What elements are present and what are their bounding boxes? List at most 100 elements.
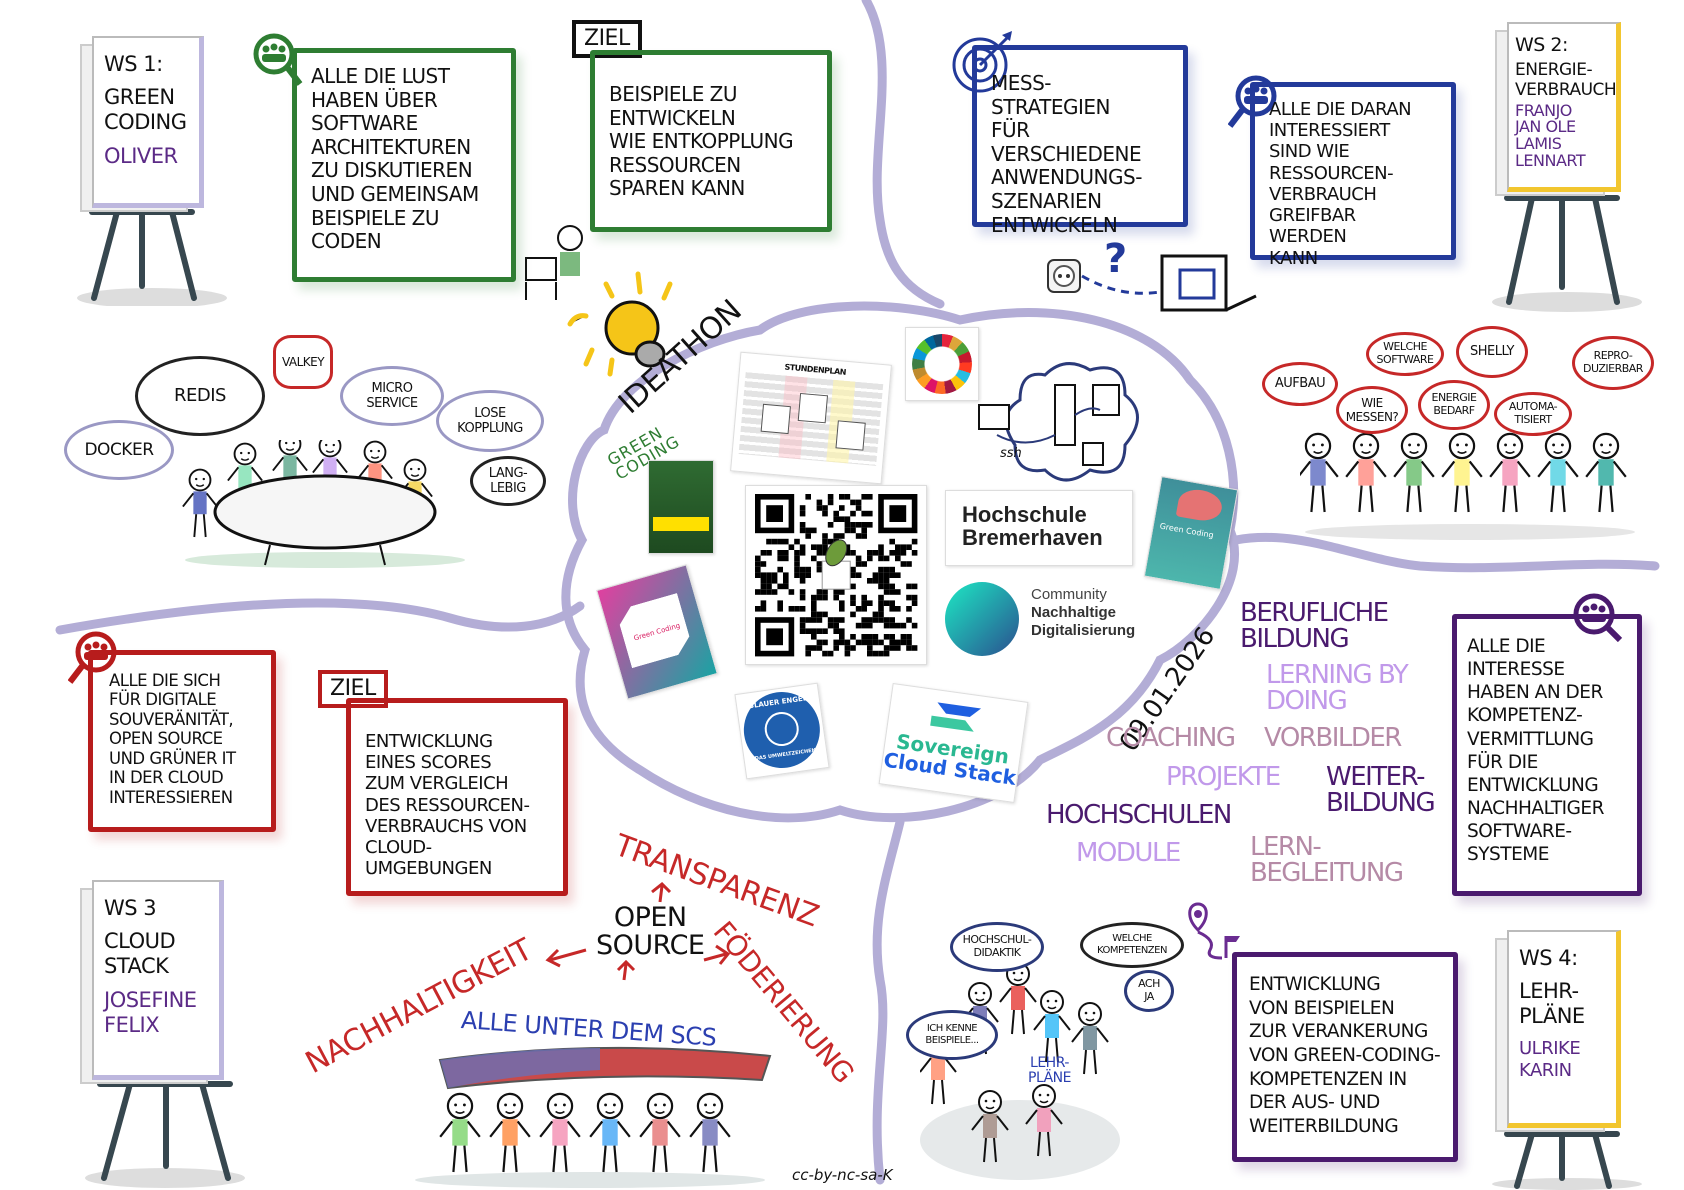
license-label: cc-by-nc-sa-K xyxy=(792,1166,893,1184)
meeting-table-illustration xyxy=(182,440,465,568)
word-module: MODULE xyxy=(1076,838,1181,868)
person-figure xyxy=(1537,432,1579,513)
ws3-audience-box: ALLE DIE SICH FÜR DIGITALE SOUVERÄNITÄT,… xyxy=(88,650,276,832)
ws4-audience-text: ALLE DIE INTERESSE HABEN AN DER KOMPETEN… xyxy=(1467,636,1604,866)
person-figure xyxy=(689,1092,731,1173)
easel-icon xyxy=(85,1081,245,1188)
ws1-goal-text: BEISPIELE ZU ENTWICKELN WIE ENTKOPPLUNG … xyxy=(609,82,794,201)
flipchart-ws3: WS 3 CLOUD STACK JOSEFINE FELIX xyxy=(85,880,245,1188)
bubble-energie-bedarf: ENERGIE BEDARF xyxy=(1418,380,1490,430)
lehrplaene-note: LEHR- PLÄNE xyxy=(1028,1055,1071,1086)
workshop-title: CLOUD STACK xyxy=(104,928,176,978)
community-line2: Nachhaltige xyxy=(1031,604,1117,621)
bubble-lose-kopplung: LOSE KOPPLUNG xyxy=(436,390,544,452)
question-mark: ? xyxy=(1104,236,1127,282)
location-route-icon xyxy=(1188,902,1240,960)
bubble-shelly: SHELLY xyxy=(1456,326,1528,378)
person-figure xyxy=(539,1092,581,1173)
sdg-wheel xyxy=(905,327,979,401)
easel-icon xyxy=(77,209,227,306)
word-hochschulen: HOCHSCHULEN xyxy=(1046,800,1232,830)
bubble-langlebig: LANG- LEBIG xyxy=(470,456,546,506)
blauer-engel-bottom: DAS UMWELTZEICHEN xyxy=(754,747,817,763)
ws2-audience-text: ALLE DIE DARAN INTERESSIERT SIND WIE RES… xyxy=(1269,99,1412,269)
flipchart-ws4: WS 4: LEHR- PLÄNE ULRIKE KARIN xyxy=(1492,930,1657,1190)
ws2-audience-box: ALLE DIE DARAN INTERESSIERT SIND WIE RES… xyxy=(1250,82,1456,269)
line-right xyxy=(1231,532,1660,573)
flipchart-ws1: WS 1: GREEN CODING OLIVER xyxy=(77,36,227,306)
workshop-people: JOSEFINE FELIX xyxy=(104,988,197,1038)
cloud-architecture-diagram xyxy=(978,362,1139,482)
qr-code-pattern xyxy=(755,494,918,657)
qr-code[interactable] xyxy=(745,485,927,665)
person-figure xyxy=(1345,432,1387,513)
person-figure xyxy=(589,1092,631,1173)
easel-icon xyxy=(1492,1131,1642,1190)
person-figure xyxy=(1025,1084,1063,1157)
bubble-valkey: VALKEY xyxy=(273,335,333,389)
person-figure xyxy=(1071,1002,1109,1075)
blauer-engel-logo: BLAUER ENGEL DAS UMWELTZEICHEN xyxy=(734,682,830,780)
workshop-title: ENERGIE- VERBRAUCH xyxy=(1515,60,1617,101)
bubble-docker: DOCKER xyxy=(64,420,174,480)
person-with-laptop-icon xyxy=(525,225,583,300)
workshop-label: WS 4: xyxy=(1519,946,1578,970)
ssh-label: ssh xyxy=(1000,446,1022,461)
ws2-goal-box: MESS- STRATEGIEN FÜR VERSCHIEDENE ANWEND… xyxy=(972,45,1188,236)
word-projekte: PROJEKTE xyxy=(1166,762,1281,792)
person-figure xyxy=(272,440,308,502)
person-figure xyxy=(1441,432,1483,513)
workshop-title: GREEN CODING xyxy=(104,84,187,134)
bubble-welche-kompetenzen: WELCHE KOMPETENZEN xyxy=(1080,922,1184,968)
people-discussion-illustration xyxy=(920,962,1120,1180)
line-left xyxy=(55,598,585,635)
teal-book-title: Green Coding xyxy=(1158,521,1215,540)
word-lernbegleitung: LERN- BEGLEITUNG xyxy=(1250,832,1404,888)
bubble-aufbau: AUFBAU xyxy=(1262,362,1338,406)
green-book-cover xyxy=(648,460,714,554)
laptop-icon xyxy=(1081,254,1257,312)
person-figure xyxy=(489,1092,531,1173)
workshop-people: OLIVER xyxy=(104,144,178,169)
ws3-goal-text: ENTWICKLUNG EINES SCORES ZUM VERGLEICH D… xyxy=(365,731,530,880)
person-figure xyxy=(1489,432,1531,513)
bubble-ach-ja: ACH JA xyxy=(1124,970,1174,1012)
person-figure xyxy=(1033,990,1071,1063)
line-top xyxy=(861,0,945,309)
person-figure xyxy=(312,440,348,504)
easel-icon xyxy=(1492,195,1642,312)
open-source-label: OPEN SOURCE xyxy=(596,902,705,962)
person-figure xyxy=(639,1092,681,1173)
ws4-goal-text: ENTWICKLUNG VON BEISPIELEN ZUR VERANKERU… xyxy=(1249,974,1441,1138)
ws3-audience-text: ALLE DIE SICH FÜR DIGITALE SOUVERÄNITÄT,… xyxy=(109,671,236,807)
workshop-people: ULRIKE KARIN xyxy=(1519,1038,1581,1081)
word-berufliche-bildung: BERUFLICHE BILDUNG xyxy=(1240,598,1389,654)
person-figure xyxy=(182,468,218,538)
sdg-wheel-icon xyxy=(912,334,972,394)
bubble-ich-kenne-beispiele: ICH KENNE BEISPIELE... xyxy=(906,1010,998,1060)
bubble-redis: REDIS xyxy=(135,356,265,436)
community-logo[interactable]: Community Nachhaltige Digitalisierung xyxy=(945,580,1155,660)
person-figure xyxy=(1393,432,1435,513)
ws4-audience-box: ALLE DIE INTERESSE HABEN AN DER KOMPETEN… xyxy=(1452,614,1642,896)
word-coaching: COACHING xyxy=(1106,723,1236,753)
workshop-label: WS 2: xyxy=(1515,34,1568,56)
central-cloud-outline xyxy=(561,301,1240,823)
workshop-label: WS 3 xyxy=(104,896,157,920)
ws1-goal-box: BEISPIELE ZU ENTWICKELN WIE ENTKOPPLUNG … xyxy=(590,50,832,232)
word-lerning-by-doing: LERNING BY DOING xyxy=(1266,660,1409,716)
person-figure xyxy=(971,1090,1009,1163)
community-line1: Community xyxy=(1031,586,1107,603)
scs-logo-icon xyxy=(930,702,982,732)
word-weiterbildung: WEITER- BILDUNG xyxy=(1326,762,1436,818)
word-vorbilder: VORBILDER xyxy=(1264,723,1402,753)
person-figure xyxy=(999,962,1037,1035)
person-figure xyxy=(439,1092,481,1173)
workshop-label: WS 1: xyxy=(104,52,163,76)
community-logo-icon xyxy=(945,582,1019,656)
arrows-icon xyxy=(545,881,731,981)
person-figure xyxy=(1300,432,1339,513)
hochschule-bremerhaven-logo[interactable]: Hochschule Bremerhaven xyxy=(945,490,1133,566)
ws3-goal-box: ENTWICKLUNG EINES SCORES ZUM VERGLEICH D… xyxy=(346,698,568,896)
bubble-automatisiert: AUTOMA- TISIERT xyxy=(1494,392,1572,436)
